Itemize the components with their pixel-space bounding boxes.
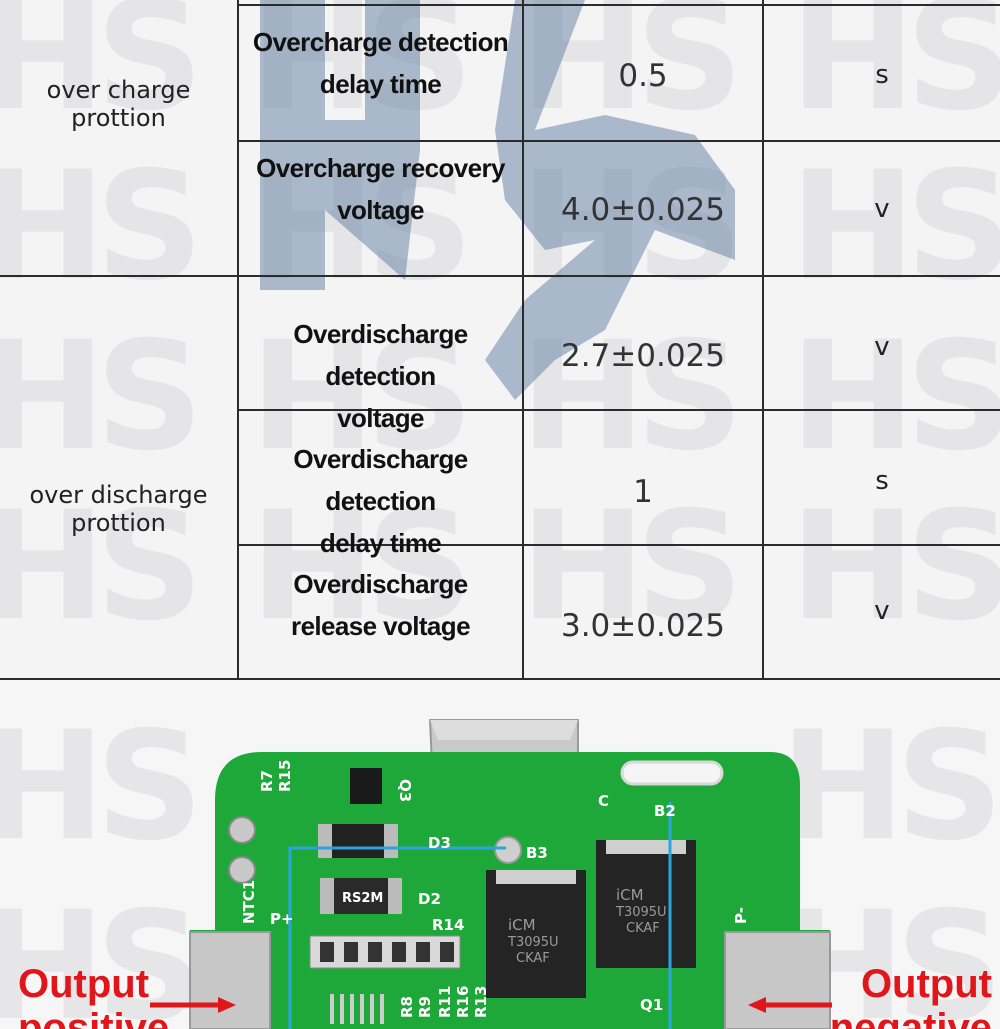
pcb-label: Q3 — [396, 779, 414, 802]
pcb-label: R11 — [436, 986, 454, 1018]
pcb-label: R15 — [276, 760, 294, 792]
table-divider — [237, 140, 1000, 142]
pcb-label: R8 — [398, 996, 416, 1018]
chip-brand: iCM — [616, 886, 644, 904]
pcb-board: R7 R15 Q3 C B2 D3 B3 NTC1 D2 RS2M R14 P+… — [150, 719, 832, 1029]
output-positive-label: Output positive — [18, 962, 170, 1029]
value-cell: 1 — [633, 474, 653, 510]
pcb-label: R14 — [432, 916, 464, 934]
table-divider — [0, 275, 1000, 277]
pcb-label: D2 — [418, 890, 441, 908]
chip-part: T3095U — [507, 935, 559, 950]
table-divider — [0, 678, 1000, 680]
pcb-label: B3 — [526, 844, 548, 862]
brand-logo-watermark — [260, 0, 735, 400]
group-label-overcharge: over charge prottion — [46, 76, 191, 132]
pcb-label: R7 — [258, 770, 276, 792]
pcb-label: Q1 — [640, 996, 663, 1014]
pcb-label: B2 — [654, 802, 676, 820]
pcb-label: R16 — [454, 986, 472, 1018]
pcb-label: R13 — [472, 986, 490, 1018]
pcb-photo: HS HS HS HS — [0, 680, 1000, 1029]
unit-cell: v — [874, 194, 890, 224]
output-negative-label: Output negative — [829, 962, 992, 1029]
pcb-label: C — [598, 792, 609, 810]
unit-cell: s — [875, 466, 889, 496]
table-divider — [762, 0, 764, 680]
pcb-label: R9 — [416, 996, 434, 1018]
chip-part: T3095U — [615, 905, 667, 920]
unit-cell: v — [874, 332, 890, 362]
table-divider — [237, 0, 239, 680]
group-label-overdischarge: over discharge prottion — [29, 481, 208, 537]
table-divider — [237, 409, 1000, 411]
pcb-label: D3 — [428, 834, 451, 852]
chip-code: CKAF — [516, 951, 550, 966]
table-divider — [237, 4, 1000, 6]
unit-cell: s — [875, 60, 889, 90]
value-cell: 4.0±0.025 — [560, 192, 726, 228]
pcb-label: NTC1 — [240, 880, 258, 924]
pcb-label: RS2M — [342, 891, 383, 906]
value-cell: 0.5 — [618, 58, 668, 94]
table-divider — [522, 0, 524, 680]
value-cell: 2.7±0.025 — [560, 338, 726, 374]
table-divider — [237, 544, 1000, 546]
pcb-label: P- — [732, 907, 750, 924]
chip-brand: iCM — [508, 916, 536, 934]
unit-cell: v — [874, 596, 890, 626]
chip-code: CKAF — [626, 921, 660, 936]
value-cell: 3.0±0.025 — [560, 608, 726, 644]
pcb-label: P+ — [270, 910, 294, 928]
spec-table: HS HS HS HS HS HS HS HS HS HS HS HS HS H… — [0, 0, 1000, 680]
